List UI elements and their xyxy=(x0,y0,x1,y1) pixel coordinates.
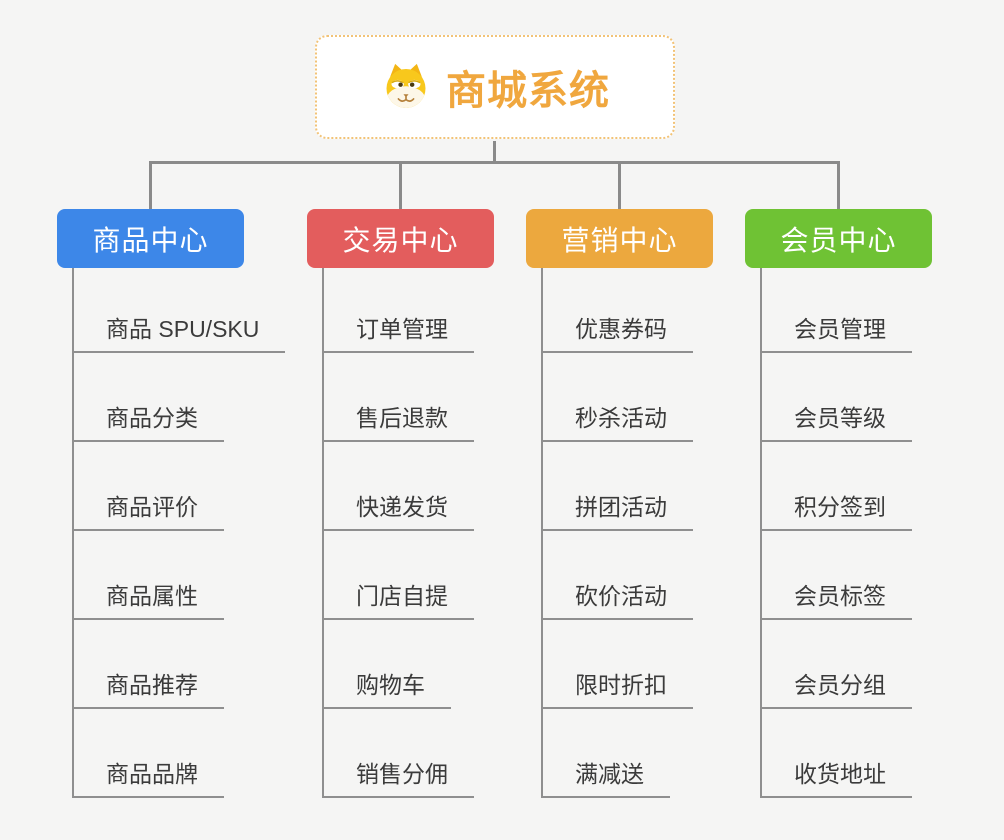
leaf-node[interactable]: 销售分佣 xyxy=(322,709,474,798)
leaf-node[interactable]: 限时折扣 xyxy=(541,620,693,709)
branch-spine-line xyxy=(541,268,543,798)
leaf-node[interactable]: 会员分组 xyxy=(760,620,912,709)
connector-drop-2 xyxy=(399,161,402,210)
leaf-node[interactable]: 砍价活动 xyxy=(541,531,693,620)
branch-items-marketing: 优惠券码 秒杀活动 拼团活动 砍价活动 限时折扣 满减送 xyxy=(541,264,693,798)
leaf-node[interactable]: 商品推荐 xyxy=(72,620,224,709)
branch-spine-line xyxy=(322,268,324,798)
branch-items-product: 商品 SPU/SKU 商品分类 商品评价 商品属性 商品推荐 商品品牌 xyxy=(72,264,286,798)
leaf-node[interactable]: 优惠券码 xyxy=(541,264,693,353)
leaf-node[interactable]: 商品品牌 xyxy=(72,709,224,798)
leaf-node[interactable]: 会员等级 xyxy=(760,353,912,442)
branch-spine-line xyxy=(760,268,762,798)
connector-drop-1 xyxy=(149,161,152,210)
branch-items-trade: 订单管理 售后退款 快递发货 门店自提 购物车 销售分佣 xyxy=(322,264,474,798)
root-title: 商城系统 xyxy=(446,69,610,113)
leaf-node[interactable]: 商品评价 xyxy=(72,442,224,531)
branch-node-product[interactable]: 商品中心 xyxy=(57,209,244,268)
leaf-node[interactable]: 秒杀活动 xyxy=(541,353,693,442)
leaf-node[interactable]: 满减送 xyxy=(541,709,670,798)
leaf-node[interactable]: 积分签到 xyxy=(760,442,912,531)
branch-items-member: 会员管理 会员等级 积分签到 会员标签 会员分组 收货地址 xyxy=(760,264,912,798)
leaf-node[interactable]: 订单管理 xyxy=(322,264,474,353)
leaf-node[interactable]: 商品 SPU/SKU xyxy=(72,264,286,353)
branch-spine-line xyxy=(72,268,74,798)
branch-node-marketing[interactable]: 营销中心 xyxy=(526,209,713,268)
connector-root-stub xyxy=(493,141,496,163)
leaf-node[interactable]: 商品分类 xyxy=(72,353,224,442)
connector-horizontal xyxy=(149,161,840,164)
leaf-node[interactable]: 会员管理 xyxy=(760,264,912,353)
leaf-node[interactable]: 拼团活动 xyxy=(541,442,693,531)
leaf-node[interactable]: 快递发货 xyxy=(322,442,474,531)
branch-node-member[interactable]: 会员中心 xyxy=(745,209,932,268)
root-node[interactable]: 商城系统 xyxy=(315,35,675,139)
leaf-node[interactable]: 购物车 xyxy=(322,620,451,709)
leaf-node[interactable]: 售后退款 xyxy=(322,353,474,442)
branch-node-trade[interactable]: 交易中心 xyxy=(307,209,494,268)
leaf-node[interactable]: 收货地址 xyxy=(760,709,912,798)
leaf-node[interactable]: 商品属性 xyxy=(72,531,224,620)
doge-face-icon xyxy=(386,63,426,108)
connector-drop-3 xyxy=(618,161,621,210)
leaf-node[interactable]: 门店自提 xyxy=(322,531,474,620)
leaf-node[interactable]: 会员标签 xyxy=(760,531,912,620)
connector-drop-4 xyxy=(837,161,840,210)
